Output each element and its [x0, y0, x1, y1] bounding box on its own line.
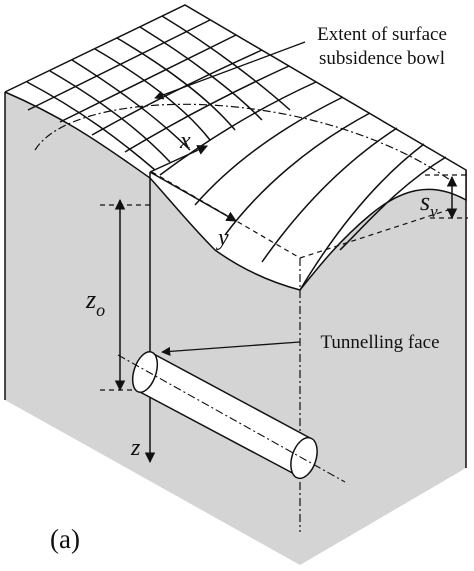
x-axis-arrow [149, 145, 208, 173]
surface-dashed-line-right [299, 209, 449, 259]
surface-grid-lines-2 [27, 19, 447, 291]
z-axis-label: z [130, 435, 141, 461]
subsidence-extent-curve [34, 103, 451, 181]
label-tunnelling-face: Tunnelling face [320, 332, 439, 353]
surface-grid-fill [5, 5, 466, 290]
y-axis-arrow [149, 171, 237, 222]
y-axis-label: y [216, 225, 229, 251]
label-subsidence-line2: subsidence bowl [319, 48, 445, 69]
zo-symbol: zo [85, 285, 105, 320]
surface-grid-outline [4, 4, 467, 291]
tunnel-cylinder [117, 350, 346, 483]
x-axis-label: x [179, 128, 191, 154]
label-subsidence-line1: Extent of surface [317, 24, 447, 45]
panel-label: (a) [50, 524, 80, 554]
sv-symbol: sv [420, 187, 438, 221]
leader-subsidence [154, 41, 306, 100]
leader-tunnelling-face [161, 341, 301, 356]
